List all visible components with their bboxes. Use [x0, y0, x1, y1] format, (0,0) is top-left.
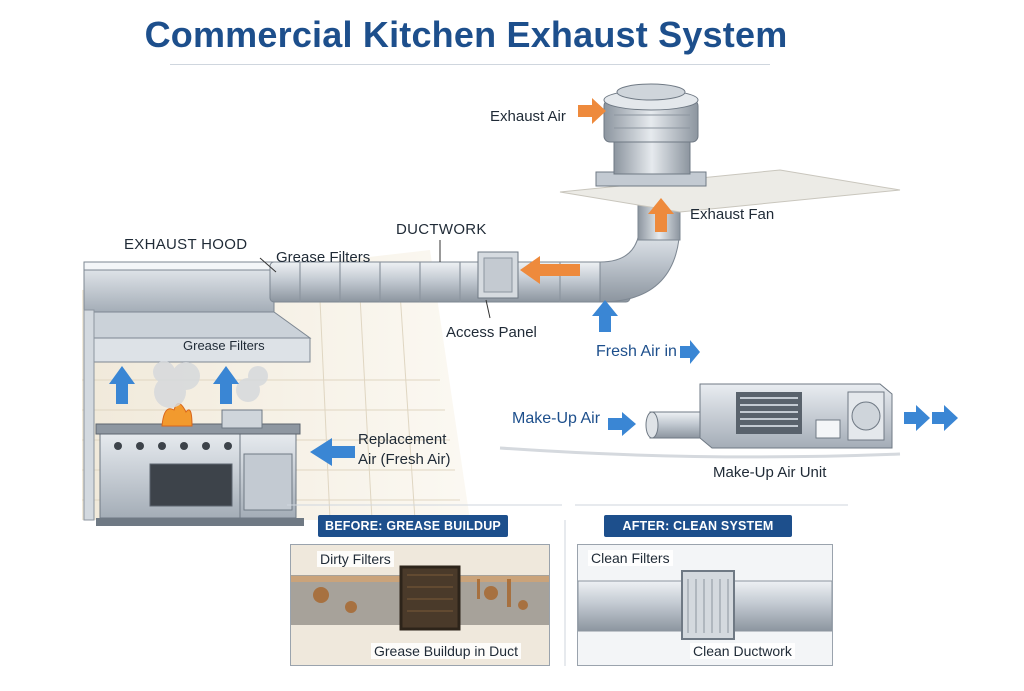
fresh-airflow-arrows — [109, 300, 958, 466]
label-exhaust-air: Exhaust Air — [490, 108, 566, 125]
before-panel: Dirty Filters Grease Buildup in Duct — [290, 544, 550, 666]
label-make-up-air: Make-Up Air — [512, 410, 601, 427]
exhaust-airflow-arrows — [520, 98, 674, 284]
smoke-plume — [153, 361, 268, 408]
exhaust-fan — [559, 83, 901, 213]
label-clean-ductwork: Clean Ductwork — [690, 643, 795, 659]
label-make-up-air-unit: Make-Up Air Unit — [713, 464, 827, 481]
exhaust-hood — [83, 261, 312, 521]
after-panel: Clean Filters Clean Ductwork — [577, 544, 833, 666]
label-dirty-filters: Dirty Filters — [317, 551, 394, 567]
label-clean-filters: Clean Filters — [588, 550, 673, 566]
label-exhaust-fan: Exhaust Fan — [690, 206, 775, 223]
label-exhaust-hood: EXHAUST HOOD — [124, 236, 248, 253]
label-replacement-air: Replacement Air (Fresh Air) — [358, 431, 451, 468]
label-grease-buildup: Grease Buildup in Duct — [371, 643, 521, 659]
commercial-range — [95, 403, 304, 526]
make-up-air-unit — [499, 383, 901, 459]
title-divider — [170, 64, 770, 65]
page-title: Commercial Kitchen Exhaust System — [144, 14, 788, 55]
leader-lines — [259, 240, 491, 319]
label-ductwork: DUCTWORK — [396, 221, 487, 238]
label-fresh-air-in: Fresh Air in — [596, 343, 677, 360]
label-hood-grease-filters: Grease Filters — [183, 338, 265, 353]
after-banner: AFTER: CLEAN SYSTEM — [604, 515, 792, 537]
label-access-panel: Access Panel — [446, 324, 537, 341]
label-grease-filters: Grease Filters — [276, 249, 371, 266]
before-banner: BEFORE: GREASE BUILDUP — [318, 515, 508, 537]
